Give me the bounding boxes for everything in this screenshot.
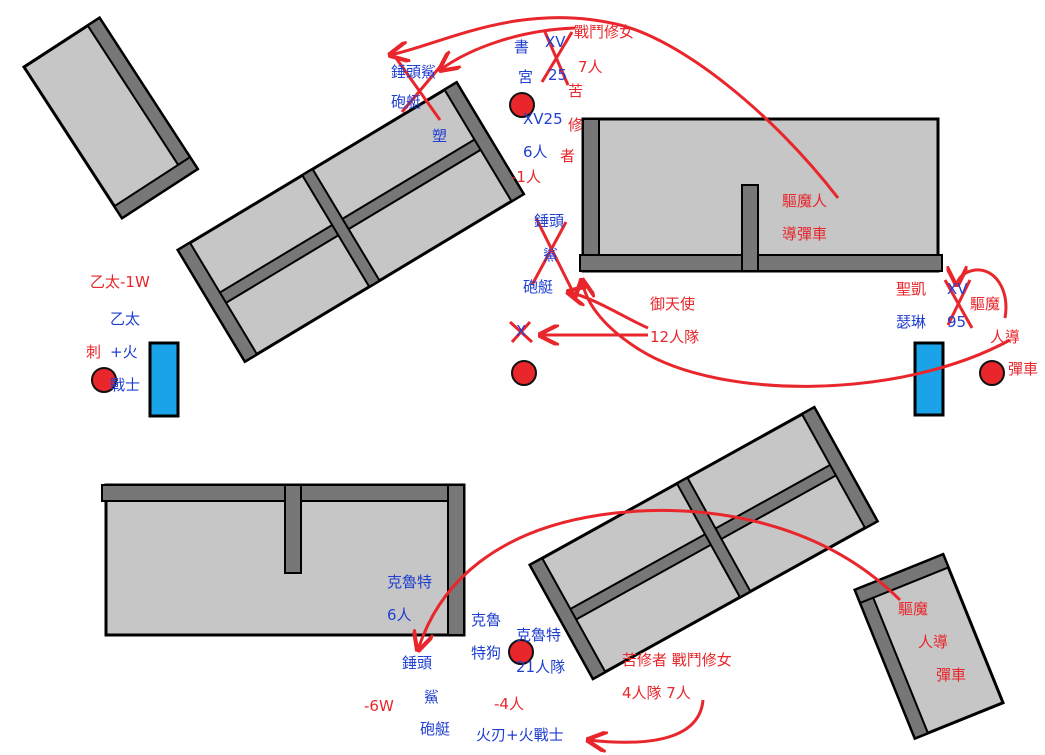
arrow-saint-to-gunboat — [582, 280, 1011, 388]
label-gunboat-top: 砲艇 — [391, 93, 422, 111]
label-kroot-left-2: 6人 — [387, 606, 412, 624]
label-7men-top: 7人 — [578, 58, 603, 76]
label-plastic: 塑 — [432, 127, 448, 145]
arrow-custodes-2 — [568, 292, 649, 330]
ruin-diagonal-top — [175, 80, 526, 364]
cross-mark — [530, 217, 574, 291]
arrow-exorcist-bottom — [418, 508, 902, 650]
label-25-top: 25 — [548, 66, 568, 84]
label-plus-fire: +火 — [110, 343, 138, 361]
label-kroot-dog-1: 克魯 — [471, 611, 502, 629]
label-exorcist-right-2: 人導 — [990, 328, 1021, 346]
label-zhe: 者 — [560, 147, 576, 165]
label-exorcist-right-1: 驅魔 — [970, 295, 1001, 313]
label-hammer-mid: 錘頭 — [534, 212, 565, 230]
cross-mark — [540, 31, 574, 86]
label-custodes: 御天使 — [650, 295, 696, 313]
label-hammer-bottom-3: 砲艇 — [420, 720, 451, 738]
deploy-marker-left — [148, 341, 180, 418]
label-assassin: 刺 — [86, 343, 102, 361]
building-top-right — [579, 117, 943, 273]
label-exorcist-br-3: 彈車 — [936, 666, 967, 684]
label-blade-fire: 火刃+火戰士 — [476, 726, 564, 744]
cross-mark — [943, 279, 974, 329]
label-gunboat-mid: 砲艇 — [523, 278, 554, 296]
label-warrior: 戰士 — [110, 376, 141, 394]
label-xv25: XV25 — [523, 110, 563, 128]
arrow-exorcist-to-topleft — [390, 16, 840, 199]
ruin-top-left — [21, 15, 200, 221]
label-saint-2: 瑟琳 — [896, 313, 927, 331]
arrow-sisters-to-blades — [588, 699, 705, 742]
arrow-to-hammer-top — [440, 26, 576, 70]
label-exorcist-br-2: 人導 — [918, 633, 949, 651]
arrow-curl-right — [957, 270, 1008, 319]
label-xiu: 修 — [568, 116, 584, 134]
building-bottom-left — [101, 483, 466, 637]
label-minus4: -4人 — [494, 695, 524, 713]
objective-marker — [979, 360, 1005, 386]
label-book: 書 — [514, 38, 530, 56]
label-exorcist-top-1: 驅魔人 — [782, 192, 828, 210]
label-squad-12: 12人隊 — [650, 328, 700, 346]
label-battle-sisters-top: 戰鬥修女 — [574, 23, 635, 41]
label-squad-4-7: 4人隊 7人 — [622, 684, 691, 702]
label-xv-top: XV — [545, 33, 566, 51]
label-hammer-bottom-1: 錘頭 — [402, 654, 433, 672]
label-exorcist-br-1: 驅魔 — [898, 600, 929, 618]
label-ku: 苦 — [568, 82, 584, 100]
label-exorcist-right-3: 彈車 — [1008, 360, 1039, 378]
cross-mark — [394, 57, 446, 121]
objective-marker — [508, 639, 534, 665]
label-ether-minus1w: 乙太-1W — [90, 273, 150, 291]
label-xv-right: XV — [947, 280, 968, 298]
label-exorcist-top-2: 導彈車 — [782, 225, 828, 243]
label-saint-1: 聖凱 — [896, 280, 927, 298]
label-kroot-left-1: 克魯特 — [387, 573, 433, 591]
label-hammer-bottom-2: 鯊 — [424, 688, 440, 706]
label-minus6w: -6W — [364, 697, 394, 715]
label-ether: 乙太 — [110, 310, 141, 328]
objective-marker — [511, 360, 537, 386]
cross-mark — [508, 320, 534, 344]
label-6men: 6人 — [523, 143, 548, 161]
objective-marker — [91, 367, 117, 393]
label-shark-mid: 鯊 — [543, 246, 559, 264]
label-x-small: X — [516, 322, 527, 340]
label-kroot-21-1: 克魯特 — [516, 626, 562, 644]
label-kroot-dog-2: 特狗 — [471, 644, 502, 662]
label-palace: 宮 — [518, 68, 534, 86]
label-hammer-shark-top: 錘頭鯊 — [391, 63, 437, 81]
objective-marker — [509, 92, 535, 118]
label-minus1: -1人 — [511, 168, 541, 186]
label-repentia-sisters: 苦修者 戰鬥修女 — [622, 651, 732, 669]
ruin-bottom-right — [853, 552, 1005, 741]
label-95: 95 — [947, 313, 967, 331]
label-kroot-21-2: 21人隊 — [516, 658, 566, 676]
ruin-diagonal-bottom — [527, 405, 880, 681]
deploy-marker-right — [913, 341, 945, 417]
